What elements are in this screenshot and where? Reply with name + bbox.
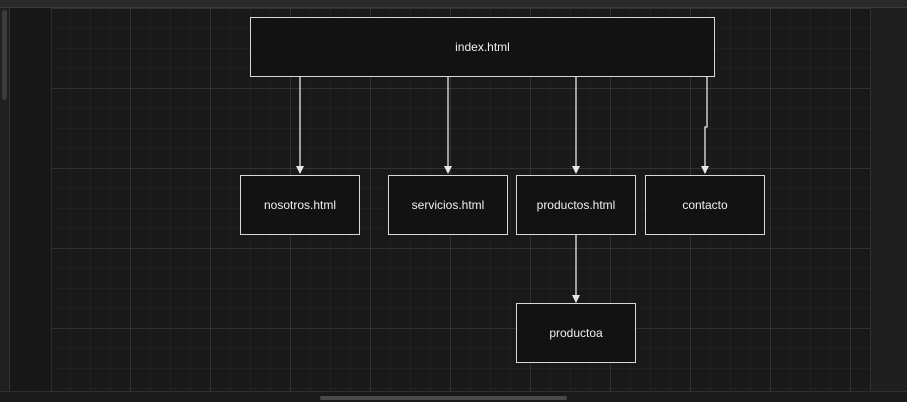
vertical-scrollbar[interactable] xyxy=(0,8,10,400)
horizontal-scroll-thumb[interactable] xyxy=(320,396,567,400)
node-productoa-label: productoa xyxy=(549,326,603,340)
horizontal-scrollbar[interactable] xyxy=(0,391,907,402)
node-servicios-label: servicios.html xyxy=(411,198,485,212)
node-nosotros[interactable]: nosotros.html xyxy=(240,175,360,235)
node-productos[interactable]: productos.html xyxy=(516,175,636,235)
left-panel xyxy=(10,8,52,391)
node-contacto-label: contacto xyxy=(682,198,728,212)
node-servicios[interactable]: servicios.html xyxy=(388,175,508,235)
node-index-label: index.html xyxy=(455,40,510,54)
node-productos-label: productos.html xyxy=(536,198,616,212)
top-border xyxy=(0,0,907,8)
node-contacto[interactable]: contacto xyxy=(645,175,765,235)
vertical-scroll-thumb[interactable] xyxy=(2,10,7,100)
right-panel xyxy=(870,8,907,391)
node-nosotros-label: nosotros.html xyxy=(263,198,337,212)
node-productoa[interactable]: productoa xyxy=(516,303,636,363)
node-index[interactable]: index.html xyxy=(250,17,715,77)
